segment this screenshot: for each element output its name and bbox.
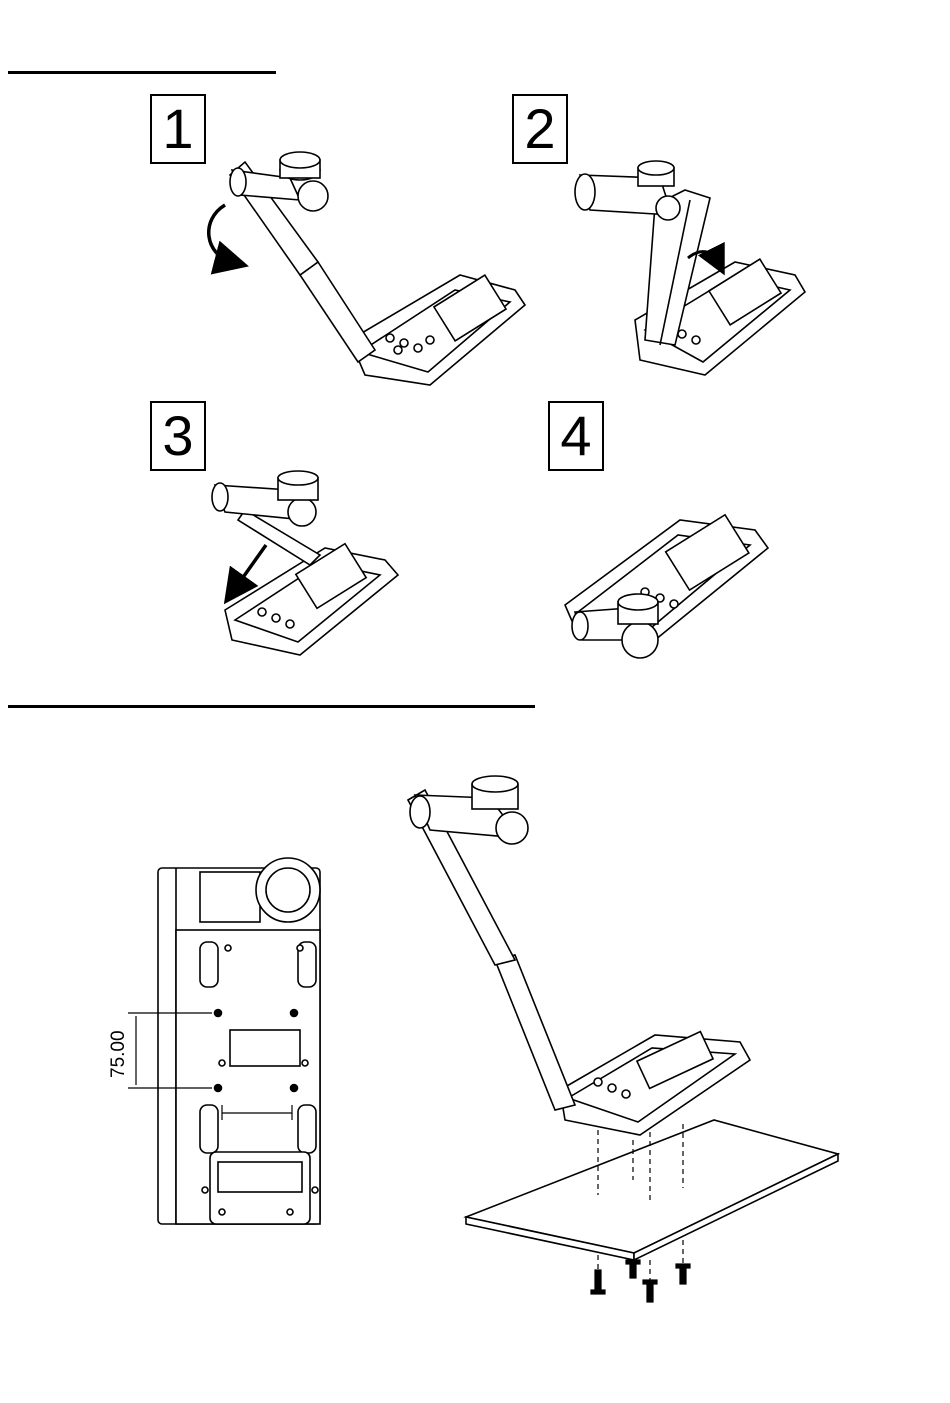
step-1-camera-illustration [230, 152, 525, 385]
bottom-view-illustration [158, 858, 320, 1224]
step-3-fold-arrow [234, 545, 266, 590]
screws [591, 1260, 690, 1302]
mounted-camera-illustration [408, 776, 750, 1135]
step-2-camera-illustration [575, 161, 805, 375]
step-4-camera-illustration [565, 515, 768, 658]
step-1-rotate-arrow [209, 205, 232, 262]
step-3-camera-illustration [212, 471, 398, 655]
mounting-plate-illustration [466, 1120, 838, 1260]
hole-spacing-label: 75.00 [108, 1030, 130, 1078]
